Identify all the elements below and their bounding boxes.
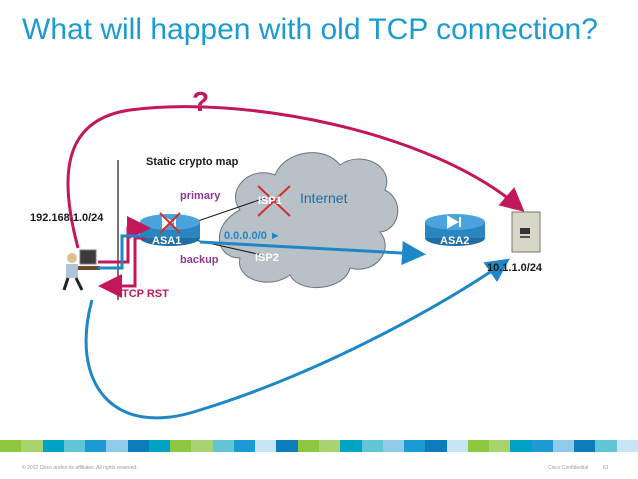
footer-color-segment bbox=[297, 440, 319, 452]
footer-confidential: Cisco Confidential bbox=[548, 465, 589, 471]
footer-color-segment bbox=[233, 440, 256, 452]
server-icon bbox=[511, 211, 541, 253]
footer-page-number: 61 bbox=[603, 465, 609, 471]
footer-color-segment bbox=[255, 440, 277, 452]
footer-color-segment bbox=[616, 440, 638, 452]
footer-color-segment bbox=[489, 440, 511, 452]
footer-color-segment bbox=[425, 440, 447, 452]
asa2-router-icon bbox=[425, 214, 485, 246]
backup-label: backup bbox=[180, 254, 219, 266]
tcp-rst-return bbox=[98, 236, 145, 298]
internet-cloud bbox=[218, 152, 399, 289]
footer-color-segment bbox=[63, 440, 86, 452]
footer-color-segment bbox=[148, 440, 171, 452]
footer-color-segment bbox=[574, 440, 596, 452]
tcp-flow-to-asa1 bbox=[98, 216, 151, 264]
isp1-failure-icon bbox=[257, 185, 291, 217]
footer-color-segment bbox=[446, 440, 468, 452]
footer-copyright: © 2012 Cisco and/or its affiliates. All … bbox=[22, 465, 138, 471]
footer-color-segment bbox=[531, 440, 553, 452]
footer-color-segment bbox=[552, 440, 575, 452]
footer-color-segment bbox=[340, 440, 362, 452]
asa1-label: ASA1 bbox=[152, 235, 182, 247]
asa2-label: ASA2 bbox=[440, 235, 470, 247]
new-connection-arc bbox=[84, 258, 510, 420]
footer-color-segment bbox=[361, 440, 383, 452]
isp1-label: ISP1 bbox=[258, 195, 282, 207]
isp2-label: ISP2 bbox=[255, 252, 279, 264]
footer-color-segment bbox=[170, 440, 192, 452]
footer-color-segment bbox=[318, 440, 341, 452]
footer-color-bar bbox=[0, 440, 638, 452]
footer-color-segment bbox=[595, 440, 617, 452]
footer-color-segment bbox=[21, 440, 43, 452]
static-crypto-map-label: Static crypto map bbox=[146, 156, 239, 168]
left-subnet-label: 192.168.1.0/24 bbox=[30, 212, 104, 224]
footer-color-segment bbox=[467, 440, 490, 452]
default-route-label: 0.0.0.0/0 ► bbox=[224, 230, 281, 242]
question-mark: ? bbox=[192, 86, 210, 117]
right-subnet-label: 10.1.1.0/24 bbox=[487, 262, 543, 274]
asa1-router-icon bbox=[140, 212, 200, 246]
footer-color-segment bbox=[510, 440, 532, 452]
primary-link bbox=[194, 197, 266, 223]
user-workstation-icon bbox=[62, 249, 100, 291]
footer-color-segment bbox=[276, 440, 298, 452]
footer-color-segment bbox=[382, 440, 405, 452]
footer-color-segment bbox=[85, 440, 107, 452]
footer-color-segment bbox=[127, 440, 149, 452]
primary-label: primary bbox=[180, 190, 221, 202]
footer-color-segment bbox=[42, 440, 64, 452]
footer-color-segment bbox=[191, 440, 213, 452]
footer-color-segment bbox=[106, 440, 128, 452]
footer-color-segment bbox=[212, 440, 234, 452]
footer-color-segment bbox=[404, 440, 426, 452]
backup-tunnel-flow bbox=[98, 236, 420, 268]
footer-color-segment bbox=[0, 440, 22, 452]
internet-label: Internet bbox=[300, 190, 348, 206]
slide-title: What will happen with old TCP connection… bbox=[22, 13, 598, 46]
tcp-rst-label: TCP RST bbox=[122, 288, 169, 300]
old-connection-arc bbox=[66, 105, 525, 249]
